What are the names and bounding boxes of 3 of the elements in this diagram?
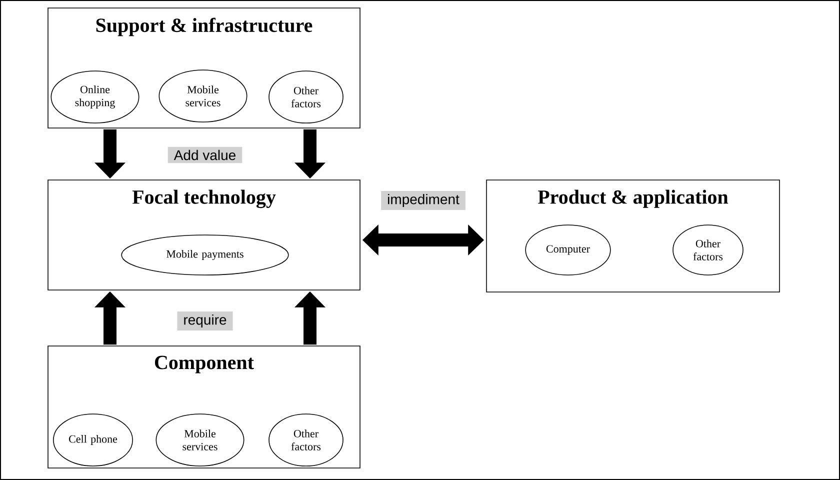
tag-label: require [177, 311, 233, 331]
tag-label: Add value [168, 146, 242, 164]
edge-label: impediment [381, 190, 466, 210]
